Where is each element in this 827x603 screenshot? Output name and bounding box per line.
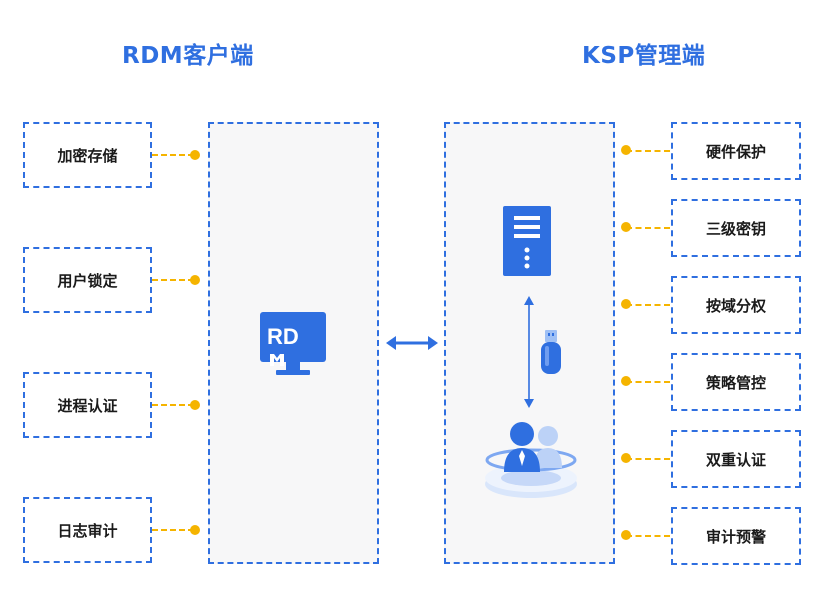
- ksp-server-title: KSP管理端: [582, 43, 706, 69]
- connector-dot: [190, 150, 200, 160]
- connector-line: [626, 227, 670, 229]
- bidirectional-arrow-icon: [386, 336, 438, 350]
- connector-line: [152, 529, 194, 531]
- ksp-server-panel: [444, 122, 615, 564]
- feature-user-lock: 用户锁定: [23, 247, 152, 313]
- usb-key-icon: [541, 330, 561, 374]
- connector-line: [626, 304, 670, 306]
- connector-line: [152, 279, 194, 281]
- server-icon: [503, 206, 551, 276]
- feature-hardware-protection: 硬件保护: [671, 122, 801, 180]
- rdm-client-title: RDM客户端: [122, 43, 254, 69]
- connector-line: [626, 150, 670, 152]
- connector-dot: [190, 275, 200, 285]
- rdm-monitor-icon: RD: [260, 312, 326, 375]
- feature-process-auth: 进程认证: [23, 372, 152, 438]
- connector-line: [626, 535, 670, 537]
- feature-domain-authority: 按域分权: [671, 276, 801, 334]
- feature-log-audit: 日志审计: [23, 497, 152, 563]
- vertical-arrow-icon: [524, 296, 534, 408]
- connector-line: [626, 381, 670, 383]
- connector-line: [152, 404, 194, 406]
- connector-dot: [190, 525, 200, 535]
- feature-three-level-keys: 三级密钥: [671, 199, 801, 257]
- connector-dot: [190, 400, 200, 410]
- rdm-logo-text: RD: [267, 324, 299, 349]
- feature-dual-auth: 双重认证: [671, 430, 801, 488]
- connector-line: [152, 154, 194, 156]
- connector-line: [626, 458, 670, 460]
- rdm-client-panel: RD: [208, 122, 379, 564]
- feature-audit-alert: 审计预警: [671, 507, 801, 565]
- feature-encrypted-storage: 加密存储: [23, 122, 152, 188]
- users-platform-icon: [485, 422, 577, 498]
- feature-policy-control: 策略管控: [671, 353, 801, 411]
